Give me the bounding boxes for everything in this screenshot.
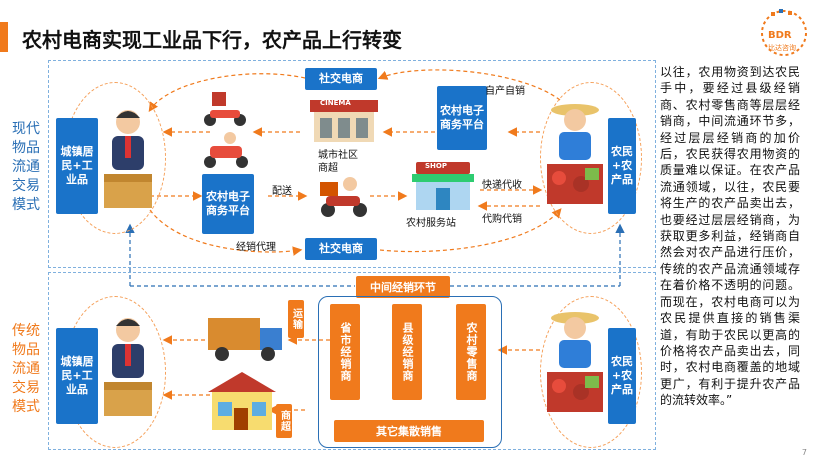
businessman-icon	[104, 110, 152, 208]
shop-sign: SHOP	[425, 162, 447, 170]
town-residents-box-modern: 城镇居民+工业品	[56, 118, 98, 214]
truck-icon	[208, 318, 282, 361]
traditional-mode-label: 传统物品流通交易模式	[12, 323, 40, 415]
farmer-box-trad: 农民+农产品	[608, 328, 636, 424]
farmer-icon-trad	[547, 312, 603, 412]
store-building-icon	[208, 372, 276, 430]
middle-link-box: 中间经销环节	[356, 276, 450, 298]
delivery-label: 配送	[272, 186, 292, 197]
cinema-sign: CINEMA	[320, 99, 351, 107]
distribution-agent-label: 经销代理	[236, 242, 276, 253]
ecommerce-platform-left: 农村电子商务平台	[202, 174, 254, 234]
delivery-scooter-icon	[204, 92, 248, 168]
county-dealer: 县级经销商	[392, 304, 422, 400]
supermarket-label: 商超	[276, 404, 292, 438]
ecommerce-platform-right: 农村电子商务平台	[437, 86, 487, 150]
modern-frame	[48, 60, 656, 268]
farmer-icon	[547, 104, 603, 204]
motorbike-delivery-icon	[320, 177, 367, 217]
fast-collect-label: 快递代收	[482, 180, 522, 191]
modern-mode-label: 现代物品流通交易模式	[12, 121, 40, 213]
self-sale-label: 自产自销	[485, 86, 525, 97]
traditional-frame	[48, 272, 656, 450]
village-retailer: 农村零售商	[456, 304, 486, 400]
description-paragraph: 以往，农用物资到达农民手中，要经过县级经销商、农村零售商等层层经销商，中间流通环…	[660, 65, 800, 408]
supermarket-building-icon	[310, 100, 378, 142]
other-sales-box: 其它集散销售	[334, 420, 484, 442]
farmer-ellipse-trad	[540, 296, 642, 448]
farmer-ellipse-modern	[540, 82, 642, 234]
transport-label: 运输	[288, 300, 304, 338]
city-supermarket-label: 城市社区商超	[318, 150, 358, 174]
rural-service-station-label: 农村服务站	[406, 218, 456, 229]
middle-link-frame	[318, 296, 502, 448]
page-number: 7	[801, 448, 807, 457]
logo-subtitle: 比达咨询	[768, 44, 796, 52]
page-title: 农村电商实现工业品下行，农产品上行转变	[22, 28, 402, 52]
proxy-buy-label: 代购代销	[482, 214, 522, 225]
logo-text: BDR	[768, 30, 792, 41]
bdr-logo-icon	[761, 9, 807, 56]
businessman-icon-trad	[104, 318, 152, 416]
title-accent-bar	[0, 22, 8, 52]
town-residents-box-trad: 城镇居民+工业品	[56, 328, 98, 424]
social-ecommerce-bottom: 社交电商	[305, 238, 377, 260]
farmer-box-modern: 农民+农产品	[608, 118, 636, 214]
rural-shop-icon	[412, 162, 474, 210]
provincial-dealer: 省市经销商	[330, 304, 360, 400]
social-ecommerce-top: 社交电商	[305, 68, 377, 90]
